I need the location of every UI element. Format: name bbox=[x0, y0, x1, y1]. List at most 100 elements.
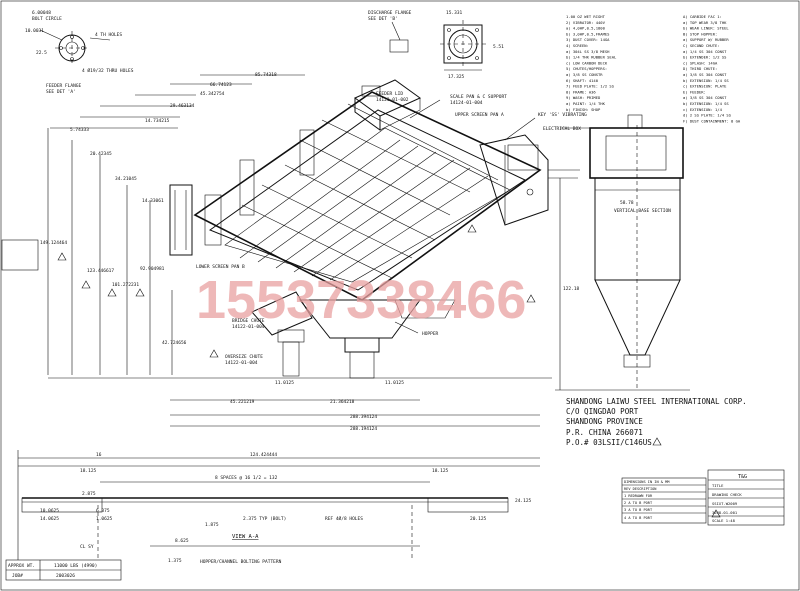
view-a-dim-l3: 14.0625 bbox=[40, 516, 59, 522]
revision-row-4: 4 A TO B PORT bbox=[624, 516, 653, 520]
view-a-dim-b3: 1.375 bbox=[168, 558, 182, 564]
drop-chute-label: BRIDGE CHUTE bbox=[232, 318, 265, 324]
electrical-box-label: ELECTRICAL BOX bbox=[543, 126, 581, 132]
view-a-dim-l1: 2.875 bbox=[82, 491, 96, 497]
material-note-17: d) 2 SS PLATE: 1/4 SS bbox=[683, 113, 732, 118]
top-dim-bottom: 17.325 bbox=[448, 74, 465, 80]
general-note-14: 9) WASH: PRIMED bbox=[566, 95, 601, 100]
h-dim-2: 123.446617 bbox=[87, 268, 114, 274]
discharge-flange-label: DISCHARGE FLANGE bbox=[368, 10, 412, 16]
view-a-title: VIEW A-A bbox=[232, 534, 259, 540]
material-note-12: c) EXTENSION: PLATE bbox=[683, 84, 727, 89]
material-note-1: a) TOP WEAR 3/8 THK bbox=[683, 20, 727, 25]
customer-line-2: C/O QINGDAO PORT bbox=[566, 407, 639, 416]
job-value: 2003026 bbox=[56, 573, 75, 579]
discharge-flange-detail: 15.331 5.51 17.325 DISCHARGE FLANGE SEE … bbox=[368, 10, 504, 80]
revision-triangles bbox=[57, 224, 721, 518]
view-a-hole-note: REF 4Ø/8 HOLES bbox=[325, 515, 363, 522]
dim-45: 45.221219 bbox=[230, 399, 255, 405]
side-dim-1: 20.42345 bbox=[90, 151, 112, 157]
view-a-overall: 124.424444 bbox=[250, 452, 277, 458]
screen-frame bbox=[193, 91, 542, 301]
general-note-6: a) 304L SS 3/8 MESH bbox=[566, 49, 610, 54]
general-note-13: 8) FRAME: A36 bbox=[566, 89, 596, 94]
top-dim-right: 5.51 bbox=[493, 44, 504, 50]
end-view-vertical-dim: 122.18 bbox=[563, 286, 580, 292]
view-a-dim-l4: 6.375 bbox=[96, 508, 110, 514]
end-view-dim-top: 58.78 bbox=[620, 200, 634, 206]
scale-pan-label: SCALE PAN & C SUPPORT bbox=[450, 94, 507, 100]
customer-line-3: SHANDONG PROVINCE bbox=[566, 417, 643, 426]
feeder-lid-label: FEEDER LID bbox=[376, 91, 403, 97]
feeder-flange-label: FEEDER FLANGE bbox=[46, 83, 82, 89]
weight-label: APPROX WT. bbox=[8, 563, 35, 569]
revision-row-2: 2 A TO B PORT bbox=[624, 501, 653, 505]
general-note-16: b) FINISH: SHOP bbox=[566, 107, 601, 112]
hopper bbox=[298, 299, 421, 339]
view-a-a: 124.424444 16 18.125 8 SPACES @ 16 1/2 =… bbox=[17, 450, 540, 565]
side-dim-2: 34.21045 bbox=[115, 176, 137, 182]
v-dim-4: 29.463134 bbox=[170, 103, 195, 109]
revision-row-1: 1 REDRAWN FOR bbox=[624, 494, 653, 498]
revision-row-0: REV DESCRIPTION bbox=[624, 487, 656, 491]
drop-chute-ref: 14122-01-004 bbox=[232, 324, 265, 330]
material-note-0: A) CARBIDE FAC 1: bbox=[683, 14, 722, 19]
upper-screen-label: UPPER SCREEN PAN A bbox=[455, 112, 504, 118]
general-note-0: 1.00 OZ WET RIGHT bbox=[566, 14, 606, 19]
view-a-bolt-note: 2.375 TYP (BOLT) bbox=[243, 516, 286, 522]
material-note-2: b) WEAR LINER: STEEL bbox=[683, 26, 729, 31]
dim-21: 21.364218 bbox=[330, 399, 355, 405]
company-row-3: 3038-01-001 bbox=[712, 510, 738, 515]
view-a-dim-l2: 10.0625 bbox=[40, 508, 59, 514]
v-dim-1: 85.74318 bbox=[255, 72, 277, 78]
weight-value: 11000 LBS (4990) bbox=[54, 563, 97, 569]
discharge-flange-note: SEE DET 'B' bbox=[368, 16, 398, 22]
company-row-4: SCALE 1:48 bbox=[712, 518, 736, 523]
dim-11-b: 11.0125 bbox=[385, 380, 404, 386]
general-note-7: b) 1/4 THK RUBBER SEAL bbox=[566, 55, 617, 60]
view-a-dim-r1: 20.125 bbox=[470, 516, 487, 522]
general-note-8: c) LOW CARBON DECK bbox=[566, 60, 608, 65]
customer-block: SHANDONG LAIWU STEEL INTERNATIONAL CORP.… bbox=[566, 397, 747, 447]
view-a-dim-left: 18.125 bbox=[80, 468, 97, 474]
side-dim-0: 5.74333 bbox=[70, 127, 89, 133]
general-note-15: a) PAINT: 1/4 THK bbox=[566, 101, 606, 106]
material-note-16: c) EXTENSION: 1/4 bbox=[683, 107, 723, 112]
material-note-8: c) SPLASH: 14GA bbox=[683, 60, 718, 65]
vibrating-screen-isometric: 14.734215 29.463134 45.342754 66.74123 8… bbox=[1, 72, 721, 518]
company-row-1: DRAWING CHECK bbox=[712, 492, 742, 497]
material-note-18: F) DUST CONTAINMENT: 8 GA bbox=[683, 118, 741, 123]
material-note-11: b) EXTENSION: 1/4 SS bbox=[683, 78, 729, 83]
general-note-9: 5) CHUTES/HOPPERS: bbox=[566, 66, 607, 71]
customer-line-5: P.O.# 03LSII/C146US bbox=[566, 438, 652, 447]
phone-watermark: 15537338466 bbox=[196, 270, 526, 330]
material-note-9: D) THIRD CHUTE: bbox=[683, 66, 717, 71]
material-note-3: B) STOP HOPPER: bbox=[683, 31, 717, 36]
bolt-holes-note: 4 Ø19/32 THRU HOLES bbox=[82, 67, 134, 74]
revision-box: DIMENSIONS IN IN & MM REV DESCRIPTION 1 … bbox=[621, 477, 707, 524]
material-note-15: b) EXTENSION: 1/4 SS bbox=[683, 101, 729, 106]
dim-11-a: 11.0125 bbox=[275, 380, 294, 386]
h-dim-3: 101.272231 bbox=[112, 282, 139, 288]
material-note-14: a) 3/8 SS 304 CONST bbox=[683, 95, 727, 100]
general-note-10: a) 3/8 SS CONSTR bbox=[566, 72, 603, 77]
material-note-10: a) 3/8 SS 304 CONST bbox=[683, 72, 727, 77]
view-a-dim-b2: 1.875 bbox=[205, 522, 219, 528]
general-note-4: 3) DUST COVER: 14GA bbox=[566, 37, 610, 42]
company-row-2: SSIXT-W2009 bbox=[712, 501, 738, 506]
scale-pan-ref: 14124-01-004 bbox=[450, 100, 483, 106]
general-note-3: b) 3,0HP,0.5,FRAMES bbox=[566, 31, 610, 36]
overall-w1: 288.394124 bbox=[350, 414, 377, 420]
feeder-flange-note: SEE DET 'A' bbox=[46, 89, 76, 95]
v-dim-2: 66.74123 bbox=[210, 82, 232, 88]
h-dim-1: 149.124464 bbox=[40, 240, 67, 246]
v-dim-5: 14.734215 bbox=[145, 118, 170, 124]
general-note-11: 6) SHAFT: 4140 bbox=[566, 78, 599, 83]
company-title: T&G bbox=[738, 474, 747, 480]
general-note-2: a) 4,0HP,0.5,1800 bbox=[566, 26, 606, 31]
customer-line-1: SHANDONG LAIWU STEEL INTERNATIONAL CORP. bbox=[566, 397, 747, 406]
